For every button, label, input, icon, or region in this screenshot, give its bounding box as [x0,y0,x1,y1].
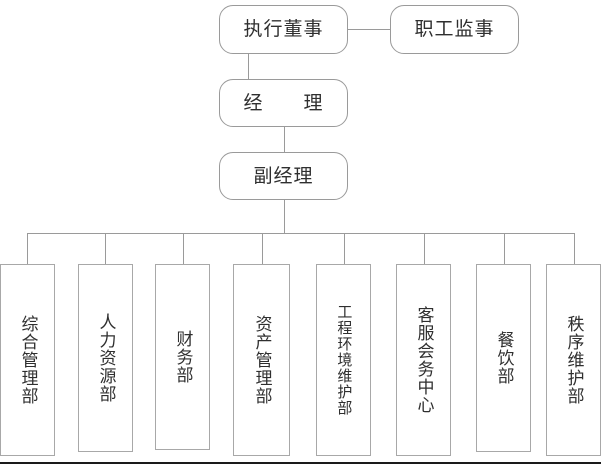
connector-department-bus [27,233,575,234]
dept-label-finance: 财务部 [172,330,193,384]
connector-drop-customer-service [424,233,425,264]
dept-label-human-resources: 人力资源部 [95,313,116,403]
connector-drop-engineering [344,233,345,264]
connector-deputy-stem [284,199,285,234]
dept-box-engineering-environment[interactable]: 工程环境维护部 [316,264,371,456]
connector-director-to-manager [248,53,249,80]
node-employee-supervisor[interactable]: 职工监事 [390,5,519,54]
dept-box-catering[interactable]: 餐饮部 [476,264,531,452]
node-executive-director[interactable]: 执行董事 [219,5,348,54]
dept-box-customer-service-center[interactable]: 客服会务中心 [396,264,451,456]
dept-label-catering: 餐饮部 [493,331,514,385]
connector-drop-asset-management [262,233,263,264]
dept-label-engineering-environment: 工程环境维护部 [335,304,354,416]
dept-box-finance[interactable]: 财务部 [155,264,210,450]
page-bottom-rule [0,462,601,464]
connector-drop-order-maintenance [574,233,575,264]
node-executive-director-label: 执行董事 [243,18,324,40]
dept-label-asset-management: 资产管理部 [251,315,272,405]
dept-box-general-admin[interactable]: 综合管理部 [0,264,55,456]
connector-drop-human-resources [105,233,106,264]
dept-label-order-maintenance: 秩序维护部 [563,315,584,405]
node-manager-label: 经 理 [243,91,324,114]
dept-box-order-maintenance[interactable]: 秩序维护部 [546,264,601,456]
connector-drop-general-admin [27,233,28,264]
node-deputy-manager-label: 副经理 [253,164,314,187]
connector-manager-to-deputy [284,126,285,153]
dept-label-general-admin: 综合管理部 [17,315,38,405]
connector-director-to-supervisor [348,29,390,30]
node-employee-supervisor-label: 职工监事 [414,18,495,40]
dept-label-customer-service-center: 客服会务中心 [413,306,434,414]
connector-drop-catering [504,233,505,264]
node-manager[interactable]: 经 理 [219,79,348,127]
node-deputy-manager[interactable]: 副经理 [219,152,348,200]
dept-box-asset-management[interactable]: 资产管理部 [233,264,290,456]
connector-drop-finance [183,233,184,264]
dept-box-human-resources[interactable]: 人力资源部 [78,264,133,452]
